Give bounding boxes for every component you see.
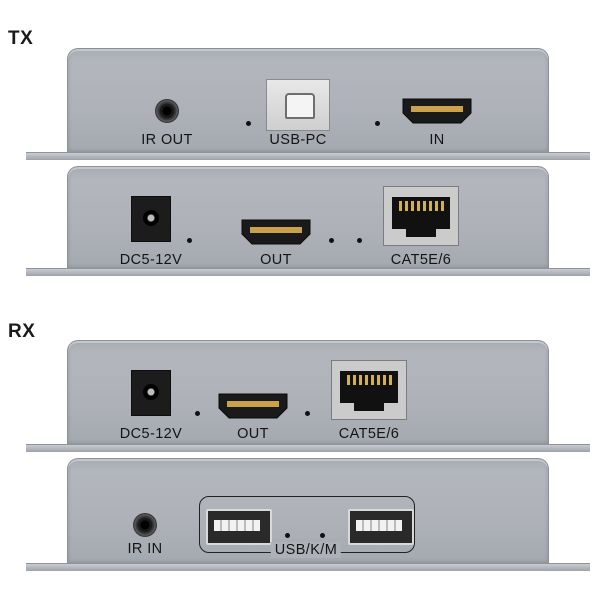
tx-cat-label: CAT5E/6: [390, 252, 452, 268]
ir-in-label: IR IN: [127, 541, 163, 557]
usb-b-port-icon: [266, 79, 330, 131]
rx-front-panel: DC5-12V OUT CAT5E/6: [0, 338, 600, 452]
dc-barrel-jack-icon: [131, 370, 171, 416]
ir-out-label: IR OUT: [141, 132, 193, 148]
ir-in-jack-icon: [133, 513, 157, 537]
tx-rear-panel: DC5-12V OUT CAT5E/6: [0, 164, 600, 276]
usb-a-port-icon: [348, 509, 414, 545]
usb-kvm-label: USB/K/M: [270, 542, 342, 558]
tx-title: TX: [8, 28, 34, 49]
hdmi-out-port-icon: [241, 219, 311, 245]
rj45-port-icon: [331, 360, 407, 420]
usb-pc-label: USB-PC: [269, 132, 327, 148]
dc-barrel-jack-icon: [131, 196, 171, 242]
hdmi-in-label: IN: [429, 132, 445, 148]
tx-dc-label: DC5-12V: [119, 252, 183, 268]
usb-a-port-icon: [206, 509, 272, 545]
hdmi-in-port-icon: [402, 98, 472, 124]
rj45-port-icon: [383, 186, 459, 246]
rx-cat-label: CAT5E/6: [338, 426, 400, 442]
rx-dc-label: DC5-12V: [119, 426, 183, 442]
rx-rear-panel: IR IN USB/K/M: [0, 456, 600, 571]
ir-out-jack-icon: [155, 99, 179, 123]
rx-out-label: OUT: [237, 426, 269, 442]
tx-front-panel: IR OUT USB-PC IN: [0, 46, 600, 160]
tx-out-label: OUT: [260, 252, 292, 268]
hdmi-out-port-icon: [218, 393, 288, 419]
rx-title: RX: [8, 321, 36, 342]
